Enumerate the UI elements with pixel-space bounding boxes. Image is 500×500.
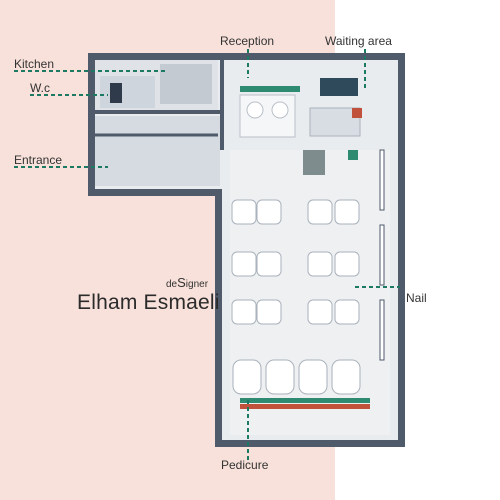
waiting-table — [320, 78, 358, 96]
nail-chairs-right — [307, 199, 360, 325]
nail-chairs-mid — [256, 199, 282, 325]
window-2 — [379, 224, 385, 286]
label-wc: W.c — [30, 81, 50, 95]
pedicure-sign — [240, 398, 370, 403]
pedicure-chairs — [232, 359, 361, 395]
waiting-sofa — [309, 107, 361, 137]
entrance-corridor — [95, 116, 220, 186]
label-kitchen: Kitchen — [14, 57, 55, 71]
label-entrance: Entrance — [14, 153, 63, 167]
nail-chairs-left — [231, 199, 257, 325]
label-nail: Nail — [406, 291, 427, 305]
wc-room — [100, 76, 155, 108]
designer-prefix-b: S — [177, 275, 186, 290]
reception-seat-1 — [246, 101, 264, 119]
window-3 — [379, 299, 385, 361]
label-pedicure: Pedicure — [221, 458, 269, 472]
waiting-plant-2 — [348, 150, 358, 160]
reception-chairs — [239, 94, 296, 138]
reception-seat-2 — [271, 101, 289, 119]
label-reception: Reception — [220, 34, 275, 48]
reception-sign — [240, 86, 300, 92]
designer-prefix-a: de — [166, 279, 178, 290]
label-waiting-area: Waiting area — [325, 34, 392, 48]
kitchen-counter — [160, 64, 212, 104]
leader-lines — [14, 49, 400, 460]
waiting-plant — [352, 108, 362, 118]
waiting-counter — [303, 150, 325, 175]
pedicure-sign-2 — [240, 404, 370, 409]
designer-name: Elham Esmaeli — [77, 291, 220, 314]
window-1 — [379, 149, 385, 211]
wc-fixture — [110, 83, 122, 103]
designer-prefix-c: igner — [185, 279, 209, 290]
designer-caption: deSigner — [166, 275, 208, 290]
